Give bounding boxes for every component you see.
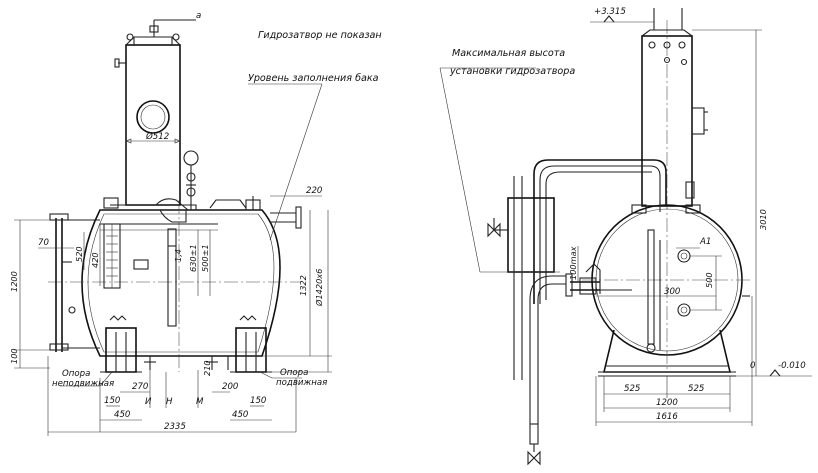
column [125, 44, 181, 206]
dim-270: 270 [132, 382, 149, 392]
left-view-tank: Ø512 а [9, 11, 382, 436]
dim-150b: 150 [250, 396, 267, 406]
dim-70: 70 [38, 238, 49, 248]
dim-2335: 2335 [164, 422, 186, 432]
pressure-gauge [183, 150, 199, 166]
dim-220: 220 [306, 186, 323, 196]
dim-500-right: 500 [704, 272, 714, 288]
right-view-tank: +3.315 -0.010 0 3010 100max 300 500 А1 5… [439, 7, 812, 466]
support-movable [235, 327, 267, 373]
dim-100max: 100max [568, 246, 578, 280]
dim-450a: 450 [114, 410, 131, 420]
hydraulic-seal [507, 197, 555, 273]
dim-420: 420 [90, 252, 100, 268]
label-and: И [145, 397, 152, 407]
note-fill-level: Уровень заполнения бака [248, 72, 379, 84]
label-a: а [196, 11, 201, 21]
dim-150a: 150 [104, 396, 121, 406]
note-movable-support-2: подвижная [276, 378, 327, 388]
dim-1200: 1200 [9, 271, 19, 292]
dim-520: 520 [74, 246, 84, 262]
dim-525a: 525 [624, 384, 640, 394]
dim-d1420: Ø1420x6 [314, 269, 324, 307]
note-seal-not-shown: Гидрозатвор не показан [258, 30, 382, 41]
elevation-bottom: -0.010 [778, 361, 806, 371]
note-max-height-1: Максимальная высота [452, 48, 565, 59]
dim-200: 200 [222, 382, 239, 392]
label-a1: А1 [699, 237, 711, 247]
note-max-height-2: установки гидрозатвора [449, 66, 575, 77]
note-fixed-support-2: неподвижная [52, 379, 114, 389]
label-n: Н [166, 397, 173, 407]
note-movable-support-1: Опора [280, 368, 308, 378]
dim-1322: 1322 [298, 275, 308, 296]
right-dimensions: 3010 100max 300 500 А1 525 525 1200 1616 [568, 29, 768, 426]
label-m: М [196, 397, 204, 407]
note-fixed-support-1: Опора [62, 369, 90, 379]
label-zero: 0 [750, 361, 756, 371]
support-fixed [105, 327, 137, 373]
dim-300: 300 [664, 287, 681, 297]
dim-d512: Ø512 [145, 131, 169, 142]
elevation-top: +3.315 [594, 7, 626, 17]
dim-1200-right: 1200 [656, 398, 678, 408]
manhole [136, 100, 170, 134]
dim-100: 100 [9, 348, 19, 364]
left-dimensions: 220 70 520 420 1200 100 630±1 500±1 1,4 [9, 186, 332, 436]
dim-450b: 450 [232, 410, 249, 420]
dim-1616: 1616 [656, 412, 678, 422]
dim-630: 630±1 [188, 244, 198, 272]
dim-500: 500±1 [200, 244, 210, 272]
dim-525b: 525 [688, 384, 704, 394]
svg-text:1,4: 1,4 [173, 249, 183, 262]
dim-3010: 3010 [758, 209, 768, 230]
dim-210: 210 [202, 360, 212, 376]
